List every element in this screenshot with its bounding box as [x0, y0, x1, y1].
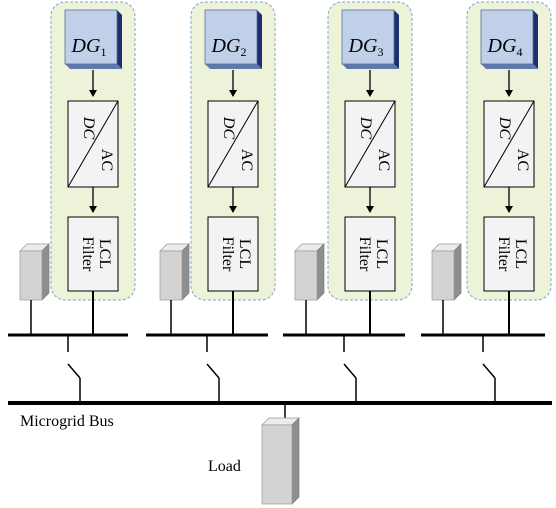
dg-block-side [257, 10, 262, 69]
switch-blade [206, 363, 220, 379]
cabinet-side [291, 417, 300, 505]
cabinet-front [261, 424, 293, 505]
filter-label-filter: Filter [356, 237, 373, 272]
converter-dc-label: DC [80, 116, 97, 140]
converter-diagonal [207, 100, 259, 188]
local-load-cabinet [159, 243, 190, 301]
filter-box [483, 216, 535, 292]
converter-diagonal [344, 100, 396, 188]
cabinet-side [181, 243, 190, 301]
dg-block-bottom [205, 64, 262, 69]
dg-block-side [394, 10, 399, 69]
dg-label-main: DG [487, 35, 517, 57]
breaker-switch [67, 335, 81, 402]
filter-label-lcl: LCL [373, 239, 390, 269]
converter-ac-label: AC [238, 149, 255, 171]
filter-label-lcl: LCL [512, 239, 529, 269]
switch-blade [482, 363, 496, 379]
microgrid-bus-label: Microgrid Bus [20, 413, 114, 430]
filter-label-lcl: LCL [96, 239, 113, 269]
converter-ac-label: AC [514, 149, 531, 171]
dg-block-front [480, 9, 534, 65]
dg-label-main: DG [211, 35, 241, 57]
dg-block: DG3 [341, 9, 399, 69]
dg-label-subscript: 1 [100, 45, 106, 59]
filter-label-filter: Filter [79, 237, 96, 272]
cabinet-side [453, 243, 462, 301]
local-load-cabinet [431, 243, 462, 301]
filter-label-filter: Filter [495, 237, 512, 272]
dg-label: DG4 [487, 35, 523, 59]
cabinet-front [431, 250, 455, 301]
breaker-switch [206, 335, 220, 402]
converter-ac-label: AC [375, 149, 392, 171]
dg-label-subscript: 2 [240, 45, 246, 59]
dg-block: DG2 [204, 9, 262, 69]
cabinet-front [294, 250, 318, 301]
dg-label-subscript: 4 [516, 45, 522, 59]
converter-diagonal [67, 100, 119, 188]
dg-label: DG3 [348, 35, 384, 59]
dg-label-subscript: 3 [377, 45, 383, 59]
dg-label: DG1 [71, 35, 107, 59]
dg-block-side [533, 10, 538, 69]
converter-ac-label: AC [98, 149, 115, 171]
filter-box [67, 216, 119, 292]
filter-box [344, 216, 396, 292]
dg-block-bottom [342, 64, 399, 69]
switch-blade [67, 363, 81, 379]
filter-label-filter: Filter [219, 237, 236, 272]
dg-label: DG2 [211, 35, 247, 59]
filter-label-lcl: LCL [236, 239, 253, 269]
dg-label-main: DG [348, 35, 378, 57]
breaker-switch [343, 335, 357, 402]
switch-blade [343, 363, 357, 379]
dg-block-side [117, 10, 122, 69]
cabinet-front [159, 250, 183, 301]
breaker-switch [482, 335, 496, 402]
converter-dc-label: DC [357, 116, 374, 140]
cabinet-side [316, 243, 325, 301]
dg-block-front [204, 9, 258, 65]
dg-label-main: DG [71, 35, 101, 57]
dg-block-front [341, 9, 395, 65]
dg-block-bottom [481, 64, 538, 69]
filter-box [207, 216, 259, 292]
dg-block-front [64, 9, 118, 65]
main-load-cabinet [261, 417, 300, 505]
converter-dc-label: DC [220, 116, 237, 140]
converter-dc-label: DC [496, 116, 513, 140]
cabinet-front [19, 250, 43, 301]
converter-diagonal [483, 100, 535, 188]
local-load-cabinet [19, 243, 50, 301]
dg-block: DG1 [64, 9, 122, 69]
cabinet-side [41, 243, 50, 301]
main-load-label: Load [208, 458, 241, 475]
local-load-cabinet [294, 243, 325, 301]
dg-block: DG4 [480, 9, 538, 69]
dg-block-bottom [65, 64, 122, 69]
